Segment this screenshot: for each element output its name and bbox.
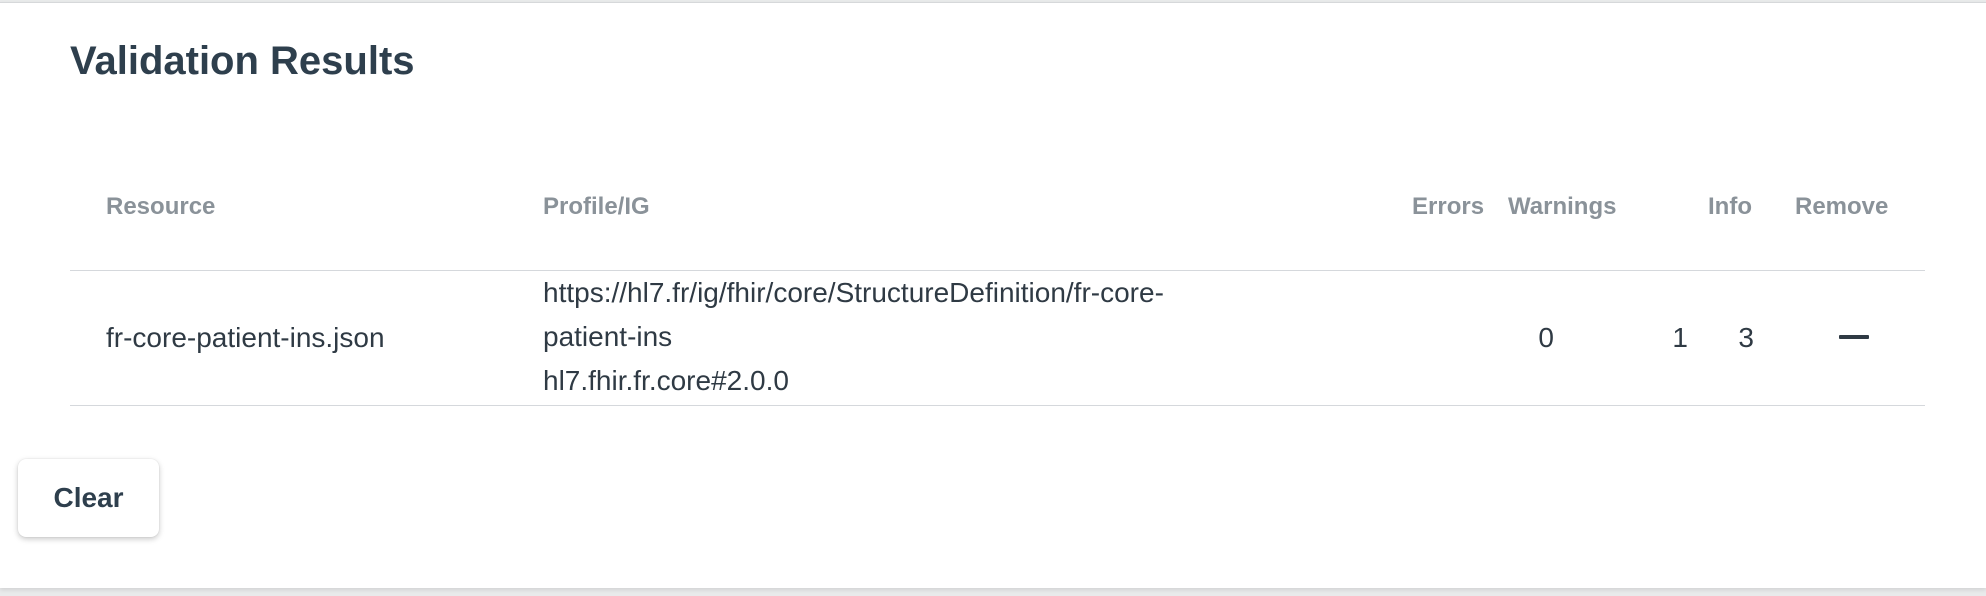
column-header-profile: Profile/IG [543,193,650,220]
profile-url-line2: patient-ins [543,321,673,352]
clear-button[interactable]: Clear [18,459,159,537]
minus-icon [1839,335,1869,339]
column-header-warnings: Warnings [1508,193,1617,220]
info-count: 3 [1738,322,1754,353]
column-header-errors: Errors [1412,193,1485,220]
table-header: Resource Profile/IG Errors Warnings Info… [70,173,1925,271]
column-header-resource: Resource [106,193,216,220]
results-table: Resource Profile/IG Errors Warnings Info… [70,173,1925,406]
remove-row-button[interactable] [1826,315,1878,359]
resource-cell: fr-core-patient-ins.json [106,322,385,353]
profile-cell: https://hl7.fr/ig/fhir/core/StructureDef… [543,271,1343,403]
warnings-count: 1 [1672,322,1688,353]
profile-url-line1: https://hl7.fr/ig/fhir/core/StructureDef… [543,277,1164,308]
column-header-info: Info [1708,193,1752,220]
ig-package: hl7.fhir.fr.core#2.0.0 [543,365,789,396]
errors-count: 0 [1538,322,1554,353]
column-header-remove: Remove [1795,193,1889,220]
table-row: fr-core-patient-ins.json https://hl7.fr/… [70,271,1925,406]
page-title: Validation Results [70,39,415,83]
